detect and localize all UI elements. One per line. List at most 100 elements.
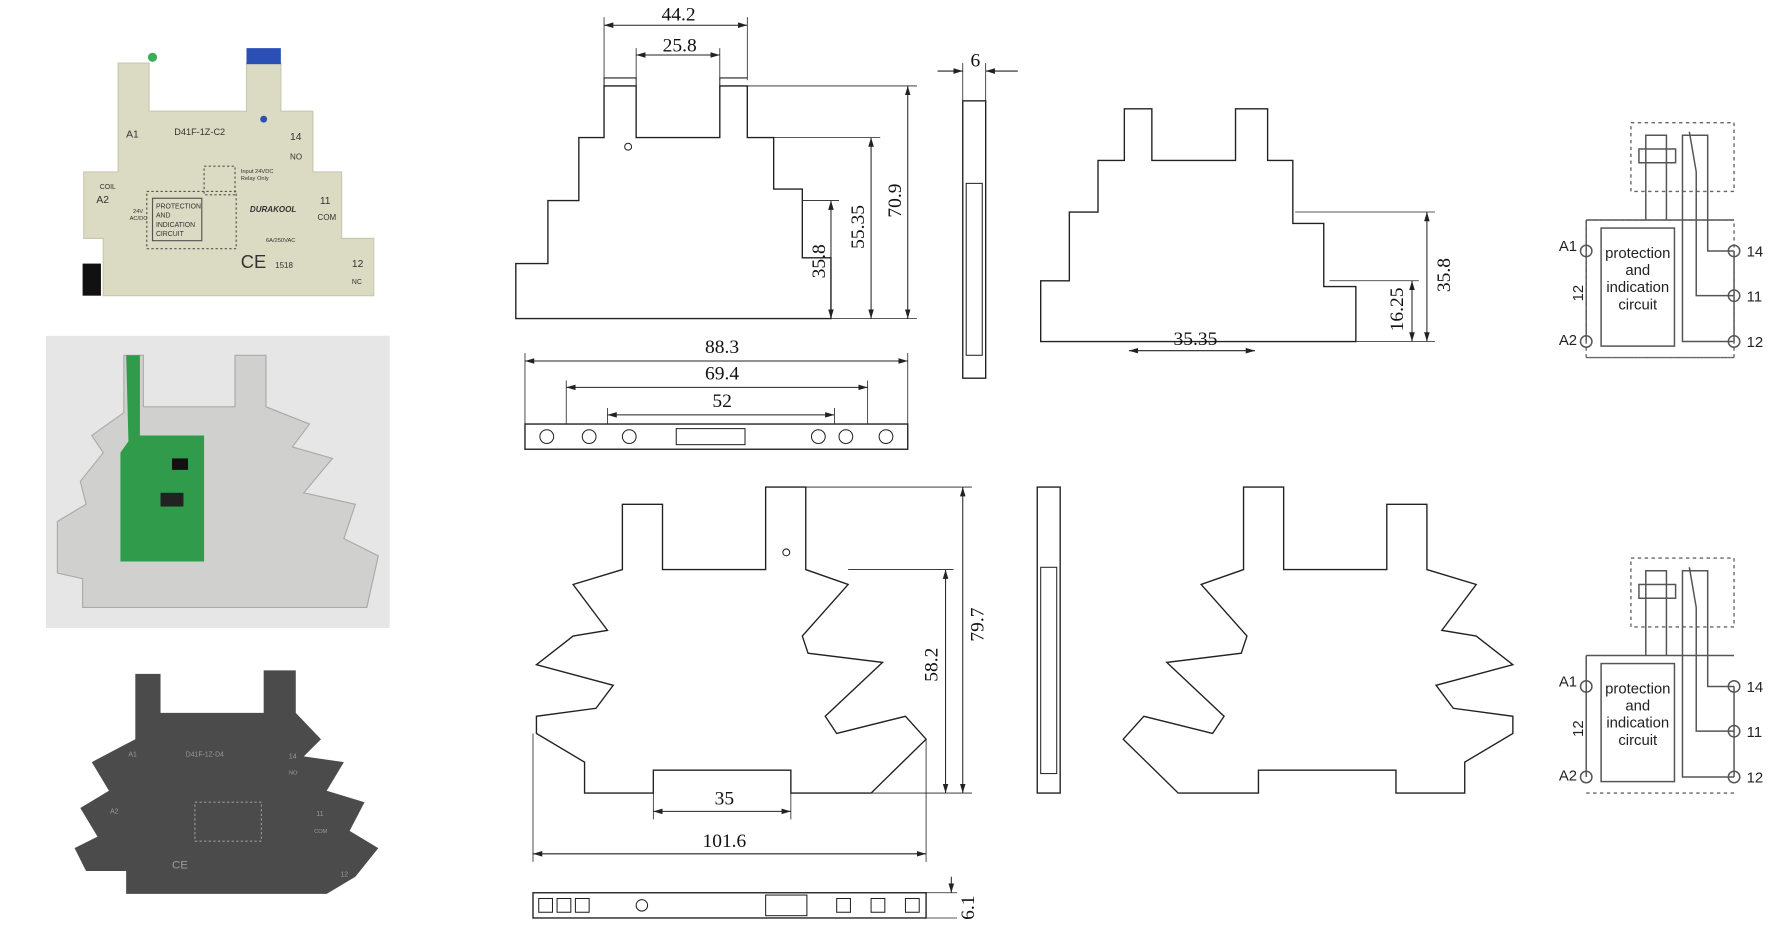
label-a2: A2 xyxy=(1559,768,1577,784)
bottom-view-narrow: 88.3 69.4 52 xyxy=(524,337,909,450)
label-a1: A1 xyxy=(1559,239,1577,255)
dim-58-2: 58.2 xyxy=(922,648,943,682)
circuit-line-1: PROTECTION xyxy=(156,204,201,211)
photo-open-socket xyxy=(45,335,390,629)
mount-hole xyxy=(782,548,791,557)
dim-79-7: 79.7 xyxy=(967,607,988,641)
terminal-12: 12 xyxy=(352,259,364,270)
relay-contacts xyxy=(1645,567,1709,656)
narrow-outline xyxy=(515,85,832,320)
bottom-outline xyxy=(532,892,927,919)
terminal-14: 14 xyxy=(290,132,302,143)
box-line-1: protection xyxy=(1605,681,1670,697)
blue-release-lever xyxy=(246,48,281,65)
green-pcb xyxy=(120,355,205,562)
terminal-coil: COIL xyxy=(100,184,116,191)
dark-terminal-a1: A1 xyxy=(128,751,137,758)
circuit-line-4: CIRCUIT xyxy=(156,231,185,238)
terminal-no: NO xyxy=(290,152,302,161)
terminal-a1 xyxy=(1579,680,1593,693)
clips xyxy=(603,77,748,86)
terminal-nc: NC xyxy=(352,279,362,286)
dim-88-3: 88.3 xyxy=(705,337,739,358)
box-line-3: indication xyxy=(1606,716,1669,732)
protection-box xyxy=(151,197,203,242)
label-a2: A2 xyxy=(1559,333,1577,349)
label-14: 14 xyxy=(1747,680,1764,696)
dark-circuit-box xyxy=(194,801,262,842)
wiring-schematic-1: A1 A2 12 14 11 12 protection and indicat… xyxy=(1559,121,1764,359)
relay-contacts xyxy=(1645,131,1709,221)
terminal-11 xyxy=(1727,724,1741,738)
circuit-line-3: INDICATION xyxy=(156,222,195,229)
voltage-label: 24V xyxy=(133,209,143,215)
front-view-narrow: 44.2 25.8 70.9 55.35 35.8 xyxy=(515,5,917,320)
dim-101-6: 101.6 xyxy=(702,831,746,852)
green-led xyxy=(147,52,158,62)
front-view-wide: 79.7 58.2 35 101.6 xyxy=(532,486,988,862)
terminal-a2 xyxy=(1579,770,1593,784)
dim-35-35: 35.35 xyxy=(1174,329,1218,350)
dim-44-2: 44.2 xyxy=(662,5,696,26)
dim-55-35: 55.35 xyxy=(848,205,869,249)
dim-35-8: 35.8 xyxy=(809,244,830,278)
label-14: 14 xyxy=(1747,245,1764,261)
label-12: 12 xyxy=(1747,771,1764,787)
coil-icon xyxy=(1638,583,1677,599)
terminal-com: COM xyxy=(318,213,337,222)
rear-narrow-outline xyxy=(1040,108,1357,343)
terminal-a2 xyxy=(1579,335,1593,348)
box-line-2: and xyxy=(1625,699,1650,715)
side-view-narrow: 6 xyxy=(937,50,1018,379)
box-line-1: protection xyxy=(1605,246,1670,262)
label-voltage: 12 xyxy=(1571,285,1587,302)
mount-hole xyxy=(624,142,633,151)
ce-mark: CE xyxy=(241,251,266,272)
rear-view-wide xyxy=(1122,486,1514,794)
label-12: 12 xyxy=(1747,335,1764,351)
wiring-schematic-2: A1 A2 12 14 11 12 protection and indicat… xyxy=(1559,557,1764,794)
terminal-12 xyxy=(1727,770,1741,784)
terminal-11 xyxy=(1727,289,1741,303)
bottom-view-wide: 6.1 xyxy=(532,876,979,920)
box-line-2: and xyxy=(1625,263,1650,279)
terminal-14 xyxy=(1727,680,1741,693)
black-clip xyxy=(82,263,101,296)
dim-6-1: 6.1 xyxy=(958,895,979,919)
terminal-a2: A2 xyxy=(96,195,109,206)
box-line-4: circuit xyxy=(1618,297,1658,313)
dim-6: 6 xyxy=(971,50,981,71)
blue-dot xyxy=(260,115,268,123)
input-label: Input 24VDC xyxy=(241,169,274,175)
box-line-4: circuit xyxy=(1618,733,1658,749)
brand-logo: DURAKOOL xyxy=(250,205,296,214)
wiring xyxy=(1585,654,1735,778)
bottom-details xyxy=(538,894,920,917)
wide-outline xyxy=(535,486,927,794)
dim-rear-35-8: 35.8 xyxy=(1434,258,1455,292)
dim-16-25: 16.25 xyxy=(1387,288,1408,332)
rating-label: 6A/250VAC xyxy=(266,238,295,244)
terminal-a1: A1 xyxy=(126,130,139,141)
cert-number: 1518 xyxy=(275,261,293,270)
protection-circuit-box xyxy=(1600,662,1676,783)
terminal-a1 xyxy=(1579,244,1593,258)
terminal-12 xyxy=(1727,335,1741,348)
pcb-chip xyxy=(171,458,189,470)
voltage-label-2: AC/DC xyxy=(130,216,148,222)
dark-terminal-14: 14 xyxy=(289,754,297,761)
label-voltage: 12 xyxy=(1571,720,1587,737)
dim-25-8: 25.8 xyxy=(663,36,697,57)
dim-35: 35 xyxy=(715,789,734,810)
dark-terminal-11: 11 xyxy=(316,811,323,818)
beige-socket-body xyxy=(83,62,375,297)
side-outline xyxy=(1036,486,1061,794)
terminal-14 xyxy=(1727,244,1741,258)
relay-symbol-box xyxy=(203,165,236,196)
dark-terminal-com: COM xyxy=(314,829,328,835)
label-11: 11 xyxy=(1747,289,1762,305)
photo-beige-socket: D41F-1Z-C2 A1 14 NO COIL A2 11 COM 12 NC… xyxy=(82,48,375,297)
side-detail xyxy=(965,182,983,356)
circuit-line-2: AND xyxy=(156,213,171,220)
